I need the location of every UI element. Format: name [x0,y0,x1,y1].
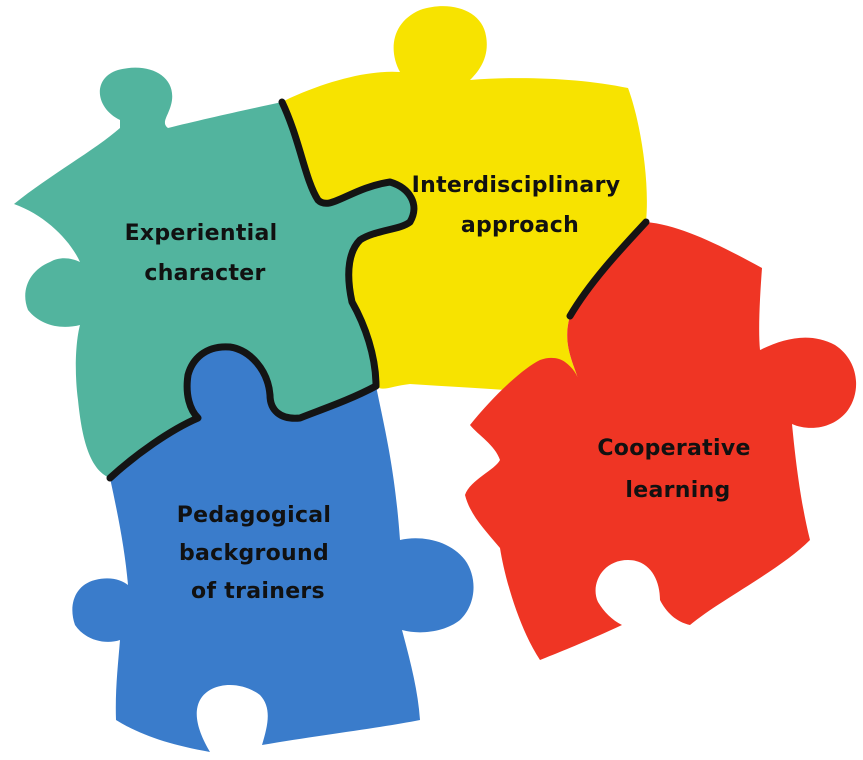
label-experiential: Experiential character [125,221,286,286]
seam-green-yellow [278,98,418,390]
label-experiential-line1: Experiential [125,221,278,246]
label-cooperative: Cooperative learning [597,436,758,503]
svg-text:Cooperative learning: Cooperative learning [597,436,758,503]
label-cooperative-line2: learning [625,478,730,503]
puzzle-piece-experiential [14,67,414,478]
label-pedagogical-line1: Pedagogical [177,503,332,528]
label-interdisciplinary: Interdisciplinary approach [412,173,629,238]
seam-green-blue [106,343,380,482]
puzzle-piece-cooperative [465,222,857,660]
svg-text:Experiential character: Experiential character [125,221,286,286]
svg-text:Interdisciplinary approa: Interdisciplinary approach [412,173,629,238]
label-pedagogical-line3: of trainers [191,579,325,604]
label-experiential-line2: character [144,261,265,286]
label-interdisciplinary-line2: approach [461,213,579,238]
label-interdisciplinary-line1: Interdisciplinary [412,173,621,198]
seam-yellow-red [566,218,650,320]
label-cooperative-line1: Cooperative [597,436,750,461]
svg-text:Pedagogical background: Pedagogical background of trainers [177,503,340,604]
puzzle-piece-interdisciplinary [282,6,647,396]
puzzle-piece-pedagogical [72,346,474,752]
label-pedagogical-line2: background [179,541,329,566]
label-pedagogical: Pedagogical background of trainers [177,503,340,604]
